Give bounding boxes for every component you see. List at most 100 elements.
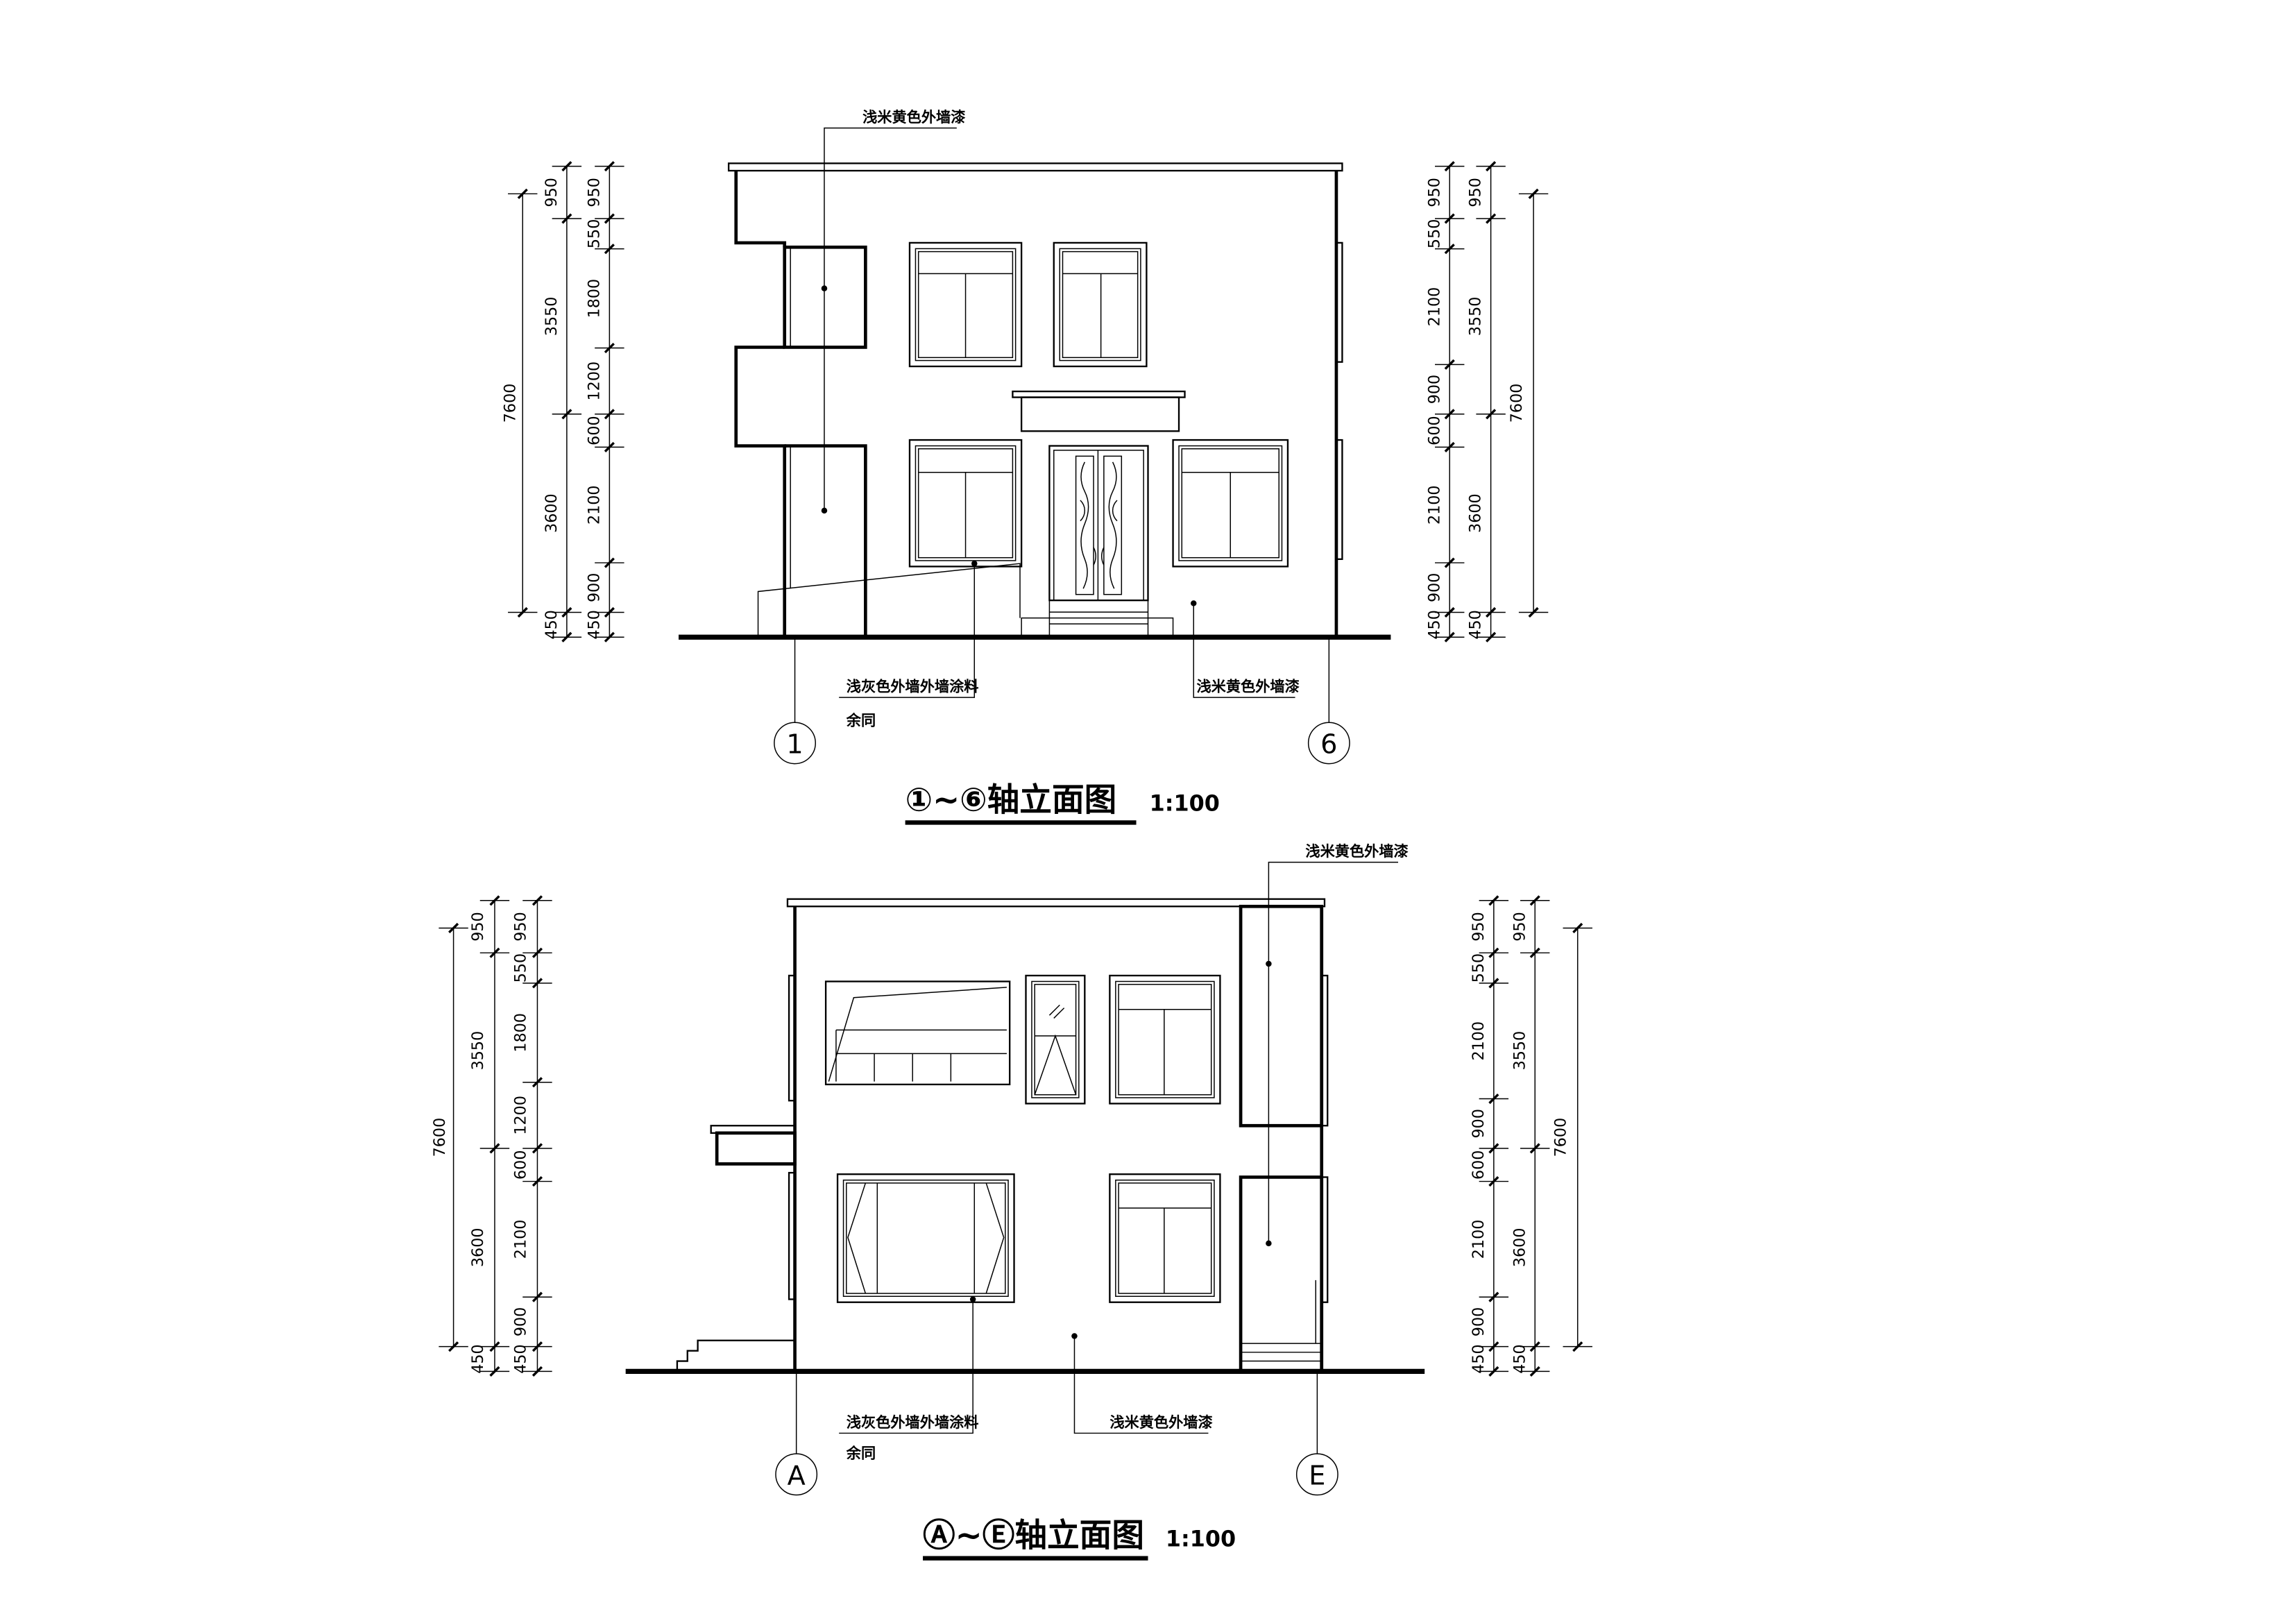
axis-label: E: [1309, 1461, 1325, 1492]
dimension-value: 900: [1470, 1109, 1488, 1138]
entrance-door: [1048, 445, 1149, 602]
dimension-value: 2100: [586, 485, 604, 525]
dimension-tick: [532, 1366, 543, 1377]
callout-text: 浅灰色外墙外墙涂料: [847, 678, 979, 695]
dimension-value: 900: [1425, 573, 1443, 602]
dimension-value: 1200: [511, 1096, 529, 1135]
dimension-value: 550: [511, 953, 529, 983]
material-callout-bottom-right: 浅米黄色外墙漆: [1071, 1333, 1213, 1434]
dimension-tick: [532, 1341, 543, 1352]
dimension-tick: [604, 342, 615, 354]
dimension-value: 950: [586, 178, 604, 207]
axis-marker-start: 1: [774, 637, 816, 765]
dimension-value: 450: [1511, 1344, 1529, 1373]
dimension-value: 950: [469, 912, 487, 941]
upper-window-wide: [824, 980, 1011, 1086]
upper-window-right: [1053, 241, 1148, 368]
dimension-value: 1800: [511, 1013, 529, 1053]
dimension-value: 550: [1470, 953, 1488, 983]
dimension-tick: [1486, 213, 1497, 224]
dimension-chains: 4509002100600120018005509504503600355095…: [502, 161, 1549, 643]
dimension-tick: [1444, 244, 1455, 255]
lower-window-right: [1109, 1173, 1221, 1303]
dimension-tick: [532, 978, 543, 989]
dimension-tick: [1486, 606, 1497, 618]
dimension-tick: [1486, 409, 1497, 420]
dimension-value: 450: [1467, 610, 1485, 639]
dimension-value: 7600: [502, 384, 520, 423]
dimension-value: 600: [1470, 1150, 1488, 1180]
dimension-chain-left: 4509002100600120018005509504503600355095…: [431, 895, 552, 1377]
dimension-tick: [604, 213, 615, 224]
balcony-projection: [783, 245, 867, 638]
dimension-value: 900: [1425, 375, 1443, 404]
dimension-tick: [489, 947, 500, 958]
dimension-value: 600: [1425, 416, 1443, 445]
dimension-tick: [561, 631, 572, 643]
dimension-tick: [1529, 1366, 1540, 1377]
dimension-tick: [532, 1143, 543, 1154]
dimension-tick: [1444, 631, 1455, 643]
dimension-value: 3550: [1511, 1031, 1529, 1071]
dimension-tick: [1488, 1143, 1499, 1154]
dimension-tick: [1529, 1341, 1540, 1352]
dimension-tick: [1529, 947, 1540, 958]
dimension-tick: [1572, 1341, 1583, 1352]
dimension-value: 600: [586, 416, 604, 445]
dimension-tick: [604, 606, 615, 618]
callout-text: 浅灰色外墙外墙涂料: [847, 1413, 979, 1431]
dimension-value: 450: [586, 610, 604, 639]
dimension-tick: [489, 1143, 500, 1154]
dimension-chains: 450 900 2100 600 1200 1800 550 950 450 3600 3550 95…: [431, 895, 1592, 1377]
axis-marker-start: A: [775, 1371, 818, 1496]
dimension-value: 450: [469, 1344, 487, 1373]
dimension-tick: [1444, 606, 1455, 618]
dimension-tick: [604, 631, 615, 643]
dimension-value: 950: [1425, 178, 1443, 207]
dimension-tick: [1488, 1341, 1499, 1352]
dimension-chain-left: 4509002100600120018005509504503600355095…: [502, 161, 624, 643]
dimension-value: 550: [1425, 219, 1443, 248]
dimension-value: 3600: [543, 493, 561, 533]
axis-label: A: [788, 1461, 806, 1492]
dimension-value: 950: [1470, 912, 1488, 941]
dimension-tick: [604, 557, 615, 568]
dimension-tick: [532, 947, 543, 958]
dimension-tick: [1488, 978, 1499, 989]
dimension-value: 3600: [1511, 1227, 1529, 1267]
dimension-tick: [604, 441, 615, 452]
dimension-value: 1200: [586, 362, 604, 401]
dimension-tick: [532, 895, 543, 906]
dimension-tick: [1488, 947, 1499, 958]
callout-text: 浅米黄色外墙漆: [1305, 842, 1409, 860]
dimension-tick: [448, 1341, 459, 1352]
axis-marker-end: E: [1295, 1371, 1338, 1496]
dimension-value: 2100: [1470, 1021, 1488, 1061]
dimension-tick: [1444, 161, 1455, 172]
material-callout-bottom-left: 浅灰色外墙外墙涂料 余同: [839, 560, 979, 729]
dimension-tick: [1529, 895, 1540, 906]
dimension-value: 950: [511, 912, 529, 941]
dimension-tick: [532, 1176, 543, 1187]
dimension-value: 450: [1425, 610, 1443, 639]
material-callout-top: 浅米黄色外墙漆: [1266, 842, 1409, 1247]
bay-window: [836, 1173, 1015, 1303]
dimension-tick: [1529, 1143, 1540, 1154]
side-projection: [1239, 904, 1324, 1373]
dimension-tick: [561, 409, 572, 420]
dimension-tick: [517, 606, 528, 618]
dimension-tick: [532, 1291, 543, 1302]
dimension-value: 1800: [586, 279, 604, 318]
dimension-tick: [1486, 631, 1497, 643]
dimension-value: 600: [511, 1150, 529, 1180]
axis-label: 1: [786, 730, 803, 760]
dimension-tick: [489, 1341, 500, 1352]
dimension-tick: [1528, 188, 1539, 199]
dimension-tick: [448, 922, 459, 934]
dimension-tick: [1572, 922, 1583, 934]
building-outline: [727, 162, 1343, 638]
building-outline: [786, 898, 1329, 1372]
dimension-tick: [1488, 1366, 1499, 1377]
scale-text: 1:100: [1150, 790, 1220, 816]
dimension-tick: [561, 606, 572, 618]
